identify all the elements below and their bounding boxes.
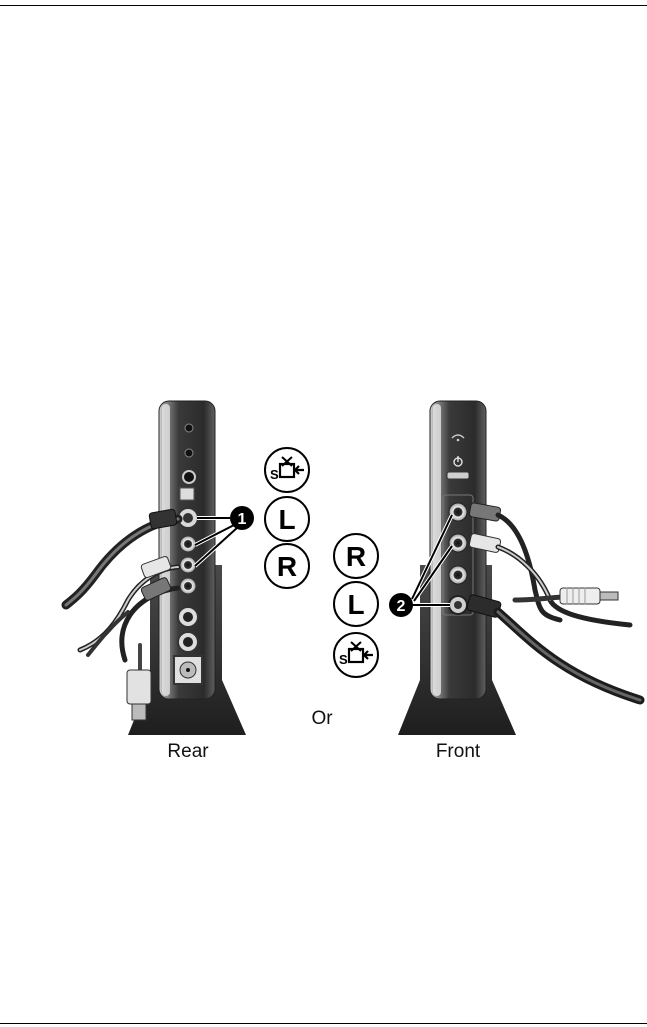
svg-text:R: R [346, 541, 366, 572]
rear-symbol-right: R [265, 544, 309, 588]
rear-jack-3 [183, 471, 195, 483]
svg-text:1: 1 [238, 511, 247, 528]
rear-left-jack [180, 536, 196, 552]
front-symbols: R L S [334, 534, 378, 677]
svg-text:S: S [339, 652, 348, 667]
rear-symbol-left: L [265, 497, 309, 541]
rear-symbol-svideo: S [265, 448, 309, 492]
or-label: Or [311, 708, 333, 729]
svg-text:R: R [277, 551, 297, 582]
rear-caption: Rear [167, 741, 209, 762]
svg-text:L: L [278, 504, 295, 535]
svg-text:S: S [270, 467, 279, 482]
svg-text:L: L [347, 589, 364, 620]
front-device [398, 401, 516, 735]
front-symbol-left: L [334, 582, 378, 626]
front-caption: Front [436, 741, 481, 762]
front-usb-port [447, 472, 469, 479]
rear-right-jack [180, 557, 196, 573]
svg-text:2: 2 [397, 598, 406, 615]
rear-jack-2 [185, 449, 193, 457]
rear-optical-port [180, 488, 194, 500]
rear-symbols: S L R [265, 448, 309, 588]
front-symbol-right: R [334, 534, 378, 578]
front-cables [466, 503, 640, 700]
rear-jack-1 [185, 424, 193, 432]
front-symbol-svideo: S [334, 633, 378, 677]
